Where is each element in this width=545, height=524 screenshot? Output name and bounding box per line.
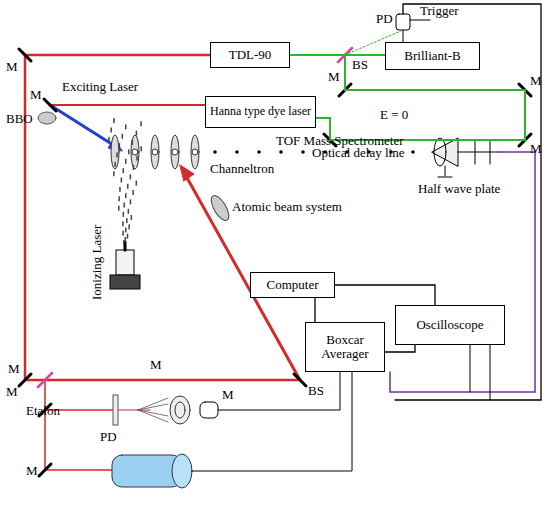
box-label: Boxcar Averager xyxy=(310,333,380,362)
annotation-label: M xyxy=(6,60,18,74)
annotation-label: M xyxy=(6,385,18,399)
annotation-label: M xyxy=(530,142,542,156)
instrument-box: Oscilloscope xyxy=(395,305,505,345)
annotation-label: M xyxy=(150,358,162,372)
annotation-label: PD xyxy=(376,12,393,26)
annotation-label: Atomic beam system xyxy=(232,200,342,214)
annotation-label: Optical delay line xyxy=(312,146,404,160)
annotation-label: TOF Mass Spectrometer xyxy=(276,134,404,148)
box-label: Computer xyxy=(267,278,319,292)
annotation-label: M xyxy=(328,70,340,84)
instrument-box: Computer xyxy=(250,272,335,298)
annotation-label: BBO xyxy=(6,112,33,126)
annotation-label: Trigger xyxy=(420,4,459,18)
annotation-label: M xyxy=(8,362,20,376)
annotation-label: Etalon xyxy=(26,404,60,418)
instrument-box: Hanna type dye laser xyxy=(205,96,316,128)
annotation-label: BS xyxy=(308,384,324,398)
annotation-label: M xyxy=(530,74,542,88)
connector xyxy=(385,345,415,352)
box-label: Brilliant-B xyxy=(404,49,460,63)
annotation-label: M xyxy=(30,88,42,102)
annotation-label: E = 0 xyxy=(380,108,408,122)
connector xyxy=(335,285,435,305)
annotation-label: Ionizing Laser xyxy=(90,225,104,300)
connector xyxy=(315,298,316,322)
instrument-box: Boxcar Averager xyxy=(305,322,385,372)
annotation-label: M xyxy=(222,388,234,402)
annotation-label: Channeltron xyxy=(210,162,274,176)
instrument-box: TDL-90 xyxy=(210,42,290,68)
instrument-box: Brilliant-B xyxy=(385,42,480,70)
annotation-label: Half wave plate xyxy=(418,182,500,196)
annotation-label: Exciting Laser xyxy=(62,80,138,94)
annotation-label: M xyxy=(26,464,38,478)
box-label: TDL-90 xyxy=(229,48,272,62)
annotation-label: BS xyxy=(352,58,368,72)
box-label: Oscilloscope xyxy=(416,318,483,332)
box-label: Hanna type dye laser xyxy=(210,105,311,118)
annotation-label: PD xyxy=(100,430,117,444)
